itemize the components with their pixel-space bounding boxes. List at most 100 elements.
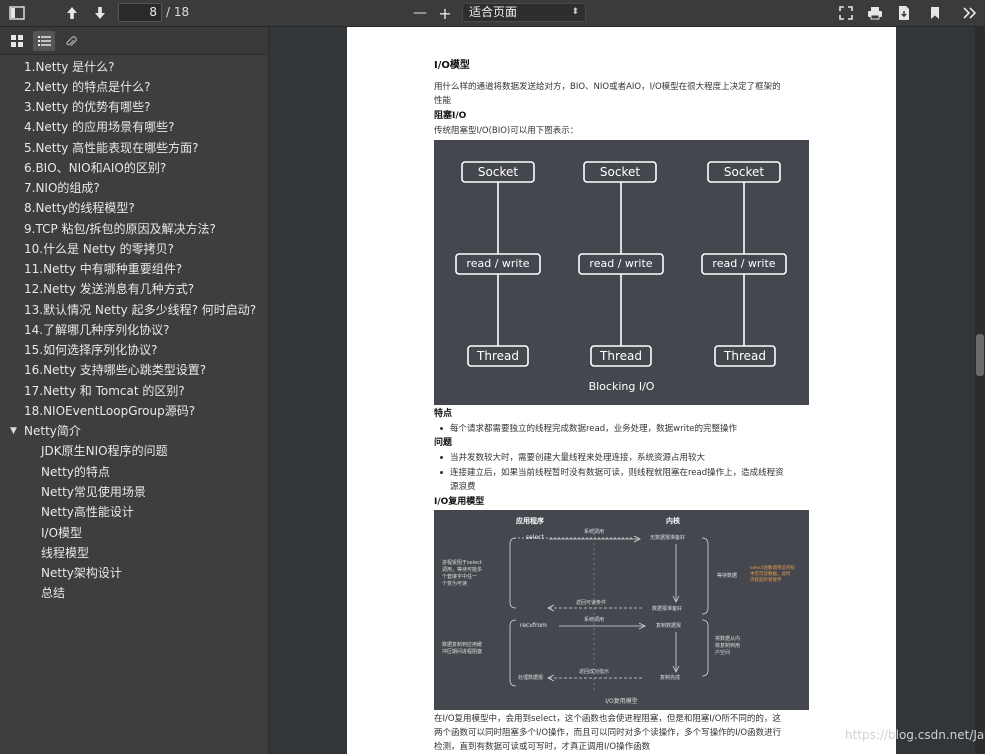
diagram-label: 复制完成 [660,675,681,681]
diagram-note: 进程受阻于select 调用，等待可能多 个套接字中任一 个变为可读 [442,560,482,588]
outline-item[interactable]: 15.如何选择序列化协议? [24,343,158,357]
paragraph-line: 用什么样的通道将数据发送给对方，BIO、NIO或者AIO，I/O模型在很大程度上… [434,82,781,92]
bullet-dot [440,427,443,430]
diagram-note-line: 中无可读数据，此时 [750,572,791,577]
subheading: 问题 [434,438,453,448]
outline-child-item[interactable]: I/O模型 [41,526,83,540]
diagram-label: 无数据报准备好 [650,535,686,541]
figure-caption: I/O复用模型 [605,698,638,705]
diagram-note-line: 核复制到用 [715,643,741,649]
next-page-icon[interactable] [90,3,110,23]
zoom-in-button[interactable]: + [438,3,452,23]
vertical-scrollbar[interactable] [975,27,985,754]
diagram-note-line: 将数据从内 [715,636,741,642]
diagram-label: 系统调用 [584,617,605,623]
outline-item[interactable]: 9.TCP 粘包/拆包的原因及解决方法? [24,222,216,236]
outline-item[interactable]: 18.NIOEventLoopGroup源码? [24,404,196,418]
outline-item[interactable]: 4.Netty 的应用场景有哪些? [24,120,175,134]
outline-item[interactable]: 12.Netty 发送消息有几种方式? [24,282,195,296]
diagram-label: 返回成功指示 [579,669,610,675]
outline-item[interactable]: 11.Netty 中有哪种重要组件? [24,262,183,276]
outline-item[interactable]: 2.Netty 的特点是什么? [24,80,151,94]
page-total: / 18 [166,5,190,19]
outline-item[interactable]: 3.Netty 的优势有哪些? [24,100,151,114]
toolbar: 8 / 18 — + 适合页面 ⬍ [0,0,985,27]
previous-page-icon[interactable] [62,3,82,23]
read-write-label: read / write [712,257,776,270]
blocking-io-diagram: Socket Socket Socket read / write read /… [434,140,809,405]
presentation-mode-icon[interactable] [836,3,856,23]
download-icon[interactable] [894,3,914,23]
outline-item[interactable]: 16.Netty 支持哪些心跳类型设置? [24,363,207,377]
thread-label: Thread [600,349,642,363]
outline-child-item[interactable]: Netty高性能设计 [41,505,134,519]
outline-item[interactable]: 14.了解哪几种序列化协议? [24,323,170,337]
zoom-select[interactable]: 适合页面 ⬍ [462,3,586,22]
diagram-label: 等待数据 [717,573,738,579]
paragraph-line: 两个函数可以同时阻塞多个I/O操作，而且可以同时对多个读操作，多个写操作的I/O… [434,728,782,738]
sidebar-tabs [0,27,268,55]
subheading: I/O复用模型 [434,497,485,507]
bullet-text: 源浪费 [450,482,476,492]
outline-child-item[interactable]: Netty常见使用场景 [41,485,146,499]
outline-item[interactable]: 8.Netty的线程模型? [24,201,135,215]
outline-item[interactable]: 7.NIO的组成? [24,181,100,195]
diagram-label: recvfrom [520,622,547,629]
diagram-label: 处理数据报 [518,675,544,681]
diagram-note-line: select函数调用前内核 [750,566,795,571]
bullet-dot [440,456,443,459]
outline-view-icon[interactable] [33,31,55,51]
outline-item[interactable]: 17.Netty 和 Tomcat 的区别? [24,384,185,398]
paragraph-line: 传统阻塞型I/O(BIO)可以用下图表示： [434,126,579,136]
print-icon[interactable] [865,3,885,23]
paragraph-line: 检测，直到有数据可读或可写时，才真正调用I/O操作函数 [434,742,651,752]
thumbnails-view-icon[interactable] [6,31,28,51]
subheading: 阻塞I/O [434,111,467,121]
page-number-input[interactable]: 8 [118,3,162,22]
outline-item[interactable]: 1.Netty 是什么? [24,60,115,74]
subheading: 特点 [434,409,453,419]
expand-triangle-icon[interactable]: ▼ [10,426,17,436]
outline-item[interactable]: 13.默认情况 Netty 起多少线程? 何时启动? [24,303,257,317]
read-write-label: read / write [589,257,653,270]
diagram-note-line: 个套接字中任一 [442,574,478,580]
scrollbar-thumb[interactable] [976,334,984,376]
outline-child-item[interactable]: Netty架构设计 [41,566,122,580]
diagram-label: 系统调用 [584,529,605,535]
figure-caption: Blocking I/O [588,380,655,393]
diagram-note-line: 内核监听套接字 [750,578,782,583]
column-label: 应用程序 [516,517,544,525]
outline-child-item[interactable]: Netty的特点 [41,465,110,479]
zoom-out-button[interactable]: — [413,5,427,21]
zoom-select-value: 适合页面 [469,5,518,19]
diagram-note: 将数据从内 核复制到用 户空间 [715,636,740,657]
outline-item[interactable]: 6.BIO、NIO和AIO的区别? [24,161,167,175]
watermark-url: https://blog.csdn.net/Java_may [845,728,985,742]
outline-item[interactable]: 5.Netty 高性能表现在哪些方面? [24,141,199,155]
diagram-label: 数据报准备好 [652,606,683,612]
socket-label: Socket [477,165,519,179]
read-write-label: read / write [466,257,530,270]
outline-child-item[interactable]: 总结 [41,586,66,600]
outline-group-title[interactable]: Netty简介 [24,424,81,438]
socket-label: Socket [723,165,765,179]
diagram-note-line: 调用，等待可能多 [442,567,483,573]
diagram-note-line: 冲区期间进程阻塞 [442,649,483,655]
bullet-text: 当并发数较大时，需要创建大量线程来处理连接，系统资源占用较大 [450,453,706,463]
bullet-dot [440,471,443,474]
bullet-text: 每个请求都需要独立的线程完成数据read，业务处理，数据write的完整操作 [450,424,738,434]
diagram-label: 复制数据报 [656,623,682,629]
attachments-view-icon[interactable] [60,31,82,51]
tools-menu-icon[interactable] [960,3,980,23]
section-title: I/O模型 [434,60,470,71]
sidebar-toggle-icon[interactable] [7,3,27,23]
outline-item[interactable]: 10.什么是 Netty 的零拷贝? [24,242,174,256]
thread-label: Thread [724,349,766,363]
diagram-note-line: 数据复制到应用缓 [442,642,483,648]
bookmark-icon[interactable] [925,3,945,23]
socket-label: Socket [599,165,641,179]
diagram-note: 数据复制到应用缓 冲区期间进程阻塞 [442,642,482,656]
outline-child-item[interactable]: 线程模型 [41,546,90,560]
outline-child-item[interactable]: JDK原生NIO程序的问题 [41,444,168,458]
sidebar: 1.Netty 是什么? 2.Netty 的特点是什么? 3.Netty 的优势… [0,27,269,754]
